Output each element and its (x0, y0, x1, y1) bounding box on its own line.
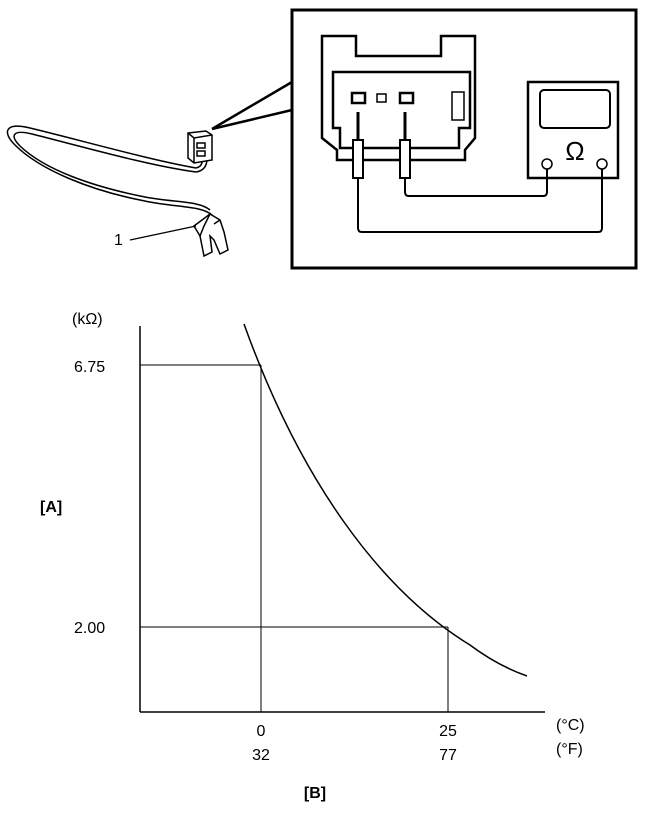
harness-connector (187, 130, 213, 164)
connector-terminals (350, 91, 415, 105)
x-tick-32-f: 32 (252, 747, 270, 764)
x-unit-fahrenheit: (°F) (556, 741, 583, 758)
inset-frame (290, 8, 638, 270)
connector-housing (320, 34, 477, 162)
graph: (kΩ) 6.75 2.00 [A] 0 25 32 77 (°C) (°F) … (40, 311, 585, 802)
resistance-curve (243, 323, 528, 677)
y-axis-label-a: [A] (40, 499, 62, 516)
y-tick-6-75: 6.75 (74, 359, 105, 376)
part-number-label: 1 (114, 232, 123, 249)
test-leads (357, 168, 603, 233)
ohmmeter (526, 80, 620, 180)
meter-terminal-left (541, 158, 553, 170)
x-tick-25-c: 25 (439, 723, 457, 740)
thermistor-harness (6, 125, 213, 216)
callout-leader-line (129, 225, 197, 241)
x-tick-0-c: 0 (257, 723, 266, 740)
y-unit-label: (kΩ) (72, 311, 103, 328)
meter-terminal-right (596, 158, 608, 170)
x-unit-celsius: (°C) (556, 717, 585, 734)
ohm-symbol: Ω (565, 136, 584, 166)
x-tick-77-f: 77 (439, 747, 457, 764)
magnify-pointer (211, 80, 293, 131)
thermistor-sensor (193, 213, 229, 258)
x-axis-label-b: [B] (304, 785, 326, 802)
y-tick-2-00: 2.00 (74, 620, 105, 637)
